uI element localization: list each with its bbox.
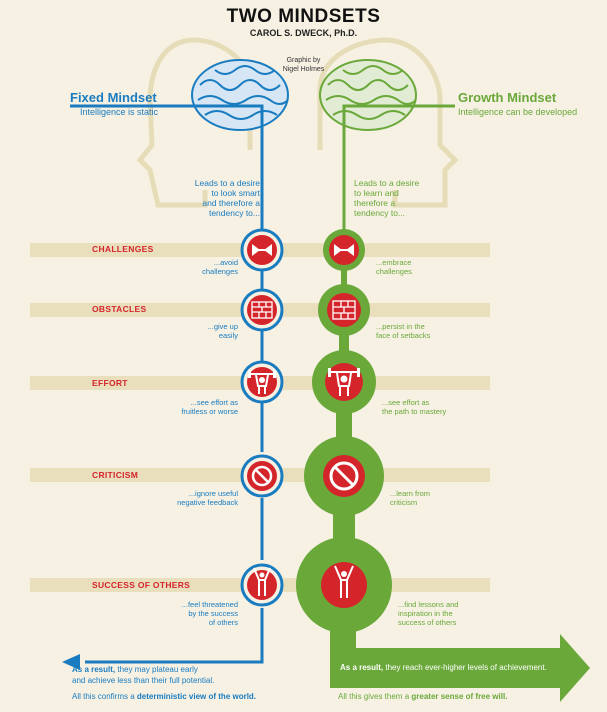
fixed-result-text: As a result, they may plateau early and … [72, 665, 215, 685]
fixed-response-obstacles: ...give up easily [207, 322, 238, 340]
growth-path-line [342, 104, 455, 232]
author-name: CAROL S. DWECK, Ph.D. [249, 28, 358, 38]
fixed-response-effort: ...see effort as fruitless or worse [181, 398, 238, 416]
fixed-response-challenges: ...avoid challenges [202, 258, 238, 276]
growth-weightlifter-icon [328, 368, 360, 396]
growth-head-outline [317, 37, 459, 208]
category-challenges: CHALLENGES [92, 244, 154, 254]
growth-no-sign-icon [329, 461, 359, 491]
growth-confirm-text: All this gives them a greater sense of f… [338, 692, 508, 701]
fixed-response-success: ...feel threatened by the success of oth… [181, 600, 238, 627]
fixed-lead-text: Leads to a desire to look smart and ther… [194, 178, 260, 218]
credit-line-1: Graphic by [286, 57, 321, 64]
growth-mindset-title: Growth Mindset [458, 90, 557, 105]
fixed-brick-wall-icon [251, 301, 273, 319]
fixed-mindset-subtitle: Intelligence is static [80, 107, 159, 117]
growth-response-effort: ...see effort as the path to mastery [382, 398, 447, 416]
growth-lead-text: Leads to a desire to learn and therefore… [354, 178, 420, 218]
page-title: TWO MINDSETS [226, 6, 381, 27]
growth-response-criticism: ...learn from criticism [390, 489, 431, 507]
growth-response-success: ...find lessons and inspiration in the s… [398, 600, 459, 627]
growth-response-obstacles: ...persist in the face of setbacks [376, 322, 431, 340]
fixed-mindset-title: Fixed Mindset [70, 90, 157, 105]
graphic-credit: Graphic by Nigel Holmes [0, 56, 607, 74]
fixed-arrow-head [62, 654, 80, 670]
growth-cheering-person-icon [334, 565, 354, 598]
growth-arrow [330, 634, 590, 702]
fixed-cheering-person-icon [253, 567, 271, 596]
category-success-of-others: SUCCESS OF OTHERS [92, 580, 191, 590]
growth-mindset-subtitle: Intelligence can be developed [458, 107, 578, 117]
growth-result-text: As a result, they reach ever-higher leve… [340, 663, 547, 672]
fixed-brain-icon [191, 59, 289, 131]
category-criticism: CRITICISM [92, 470, 139, 480]
fixed-no-sign-icon [251, 465, 273, 487]
fixed-confirm-text: All this confirms a deterministic view o… [72, 692, 257, 701]
fixed-weightlifter-icon [248, 370, 276, 394]
fixed-challenge-arrows-icon [252, 244, 272, 256]
category-effort: EFFORT [92, 378, 128, 388]
fixed-response-criticism: ...ignore useful negative feedback [177, 489, 238, 507]
credit-line-2: Nigel Holmes [282, 66, 325, 73]
growth-response-challenges: ...embrace challenges [376, 258, 412, 276]
fixed-path-line [70, 104, 264, 664]
growth-brick-wall-icon [332, 300, 356, 320]
growth-challenge-arrows-icon [334, 244, 354, 256]
category-obstacles: OBSTACLES [92, 304, 147, 314]
